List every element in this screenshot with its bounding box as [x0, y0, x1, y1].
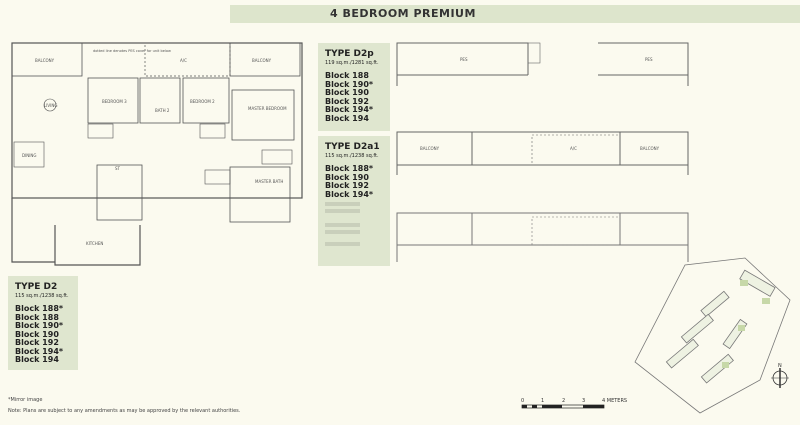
- block-item: Block 190: [325, 88, 369, 97]
- dotted-line-note: dotted line denotes PES cover for unit b…: [93, 49, 171, 53]
- compass: N: [771, 363, 789, 388]
- blurred-text: [325, 230, 360, 234]
- blurred-text: [325, 242, 360, 246]
- room-store: ST: [115, 166, 121, 171]
- room-bath-2: BATH 2: [155, 108, 170, 113]
- block-item: Block 192: [325, 181, 369, 190]
- room-ac-ledge: A/C: [180, 58, 187, 63]
- main-plan-room-labels: BALCONY A/C BALCONY LIVING BEDROOM 3 BAT…: [22, 49, 287, 246]
- block-item: Block 188: [325, 71, 369, 80]
- room-living: LIVING: [44, 103, 57, 108]
- type-name: TYPE D2: [15, 282, 58, 292]
- type-area: 115 sq.m./1238 sq.ft.: [15, 293, 69, 299]
- block-item: Block 190: [15, 329, 59, 339]
- partial-plan-d2a1: [396, 131, 689, 175]
- type-d2a1-panel: TYPE D2a1 115 sq.m./1238 sq.ft. Block 18…: [318, 136, 390, 266]
- partial-plan-third: [396, 212, 689, 262]
- block-item: Block 194*: [325, 189, 374, 199]
- site-plan: [634, 257, 791, 414]
- partial-plan-d2p: [396, 42, 689, 86]
- scale-label-4: 4 METERS: [602, 398, 627, 404]
- type-d2p-panel: TYPE D2p 119 sq.m./1281 sq.ft. Block 188…: [318, 43, 390, 131]
- type-area: 115 sq.m./1238 sq.ft.: [325, 153, 379, 159]
- d2a1-ac-ledge: A/C: [570, 146, 577, 151]
- scale-label-1: 1: [541, 398, 544, 404]
- block-item: Block 194: [15, 355, 59, 364]
- title-banner: [230, 5, 800, 23]
- scale-label-0: 0: [521, 398, 524, 404]
- d2p-pes-right: PES: [645, 57, 653, 62]
- block-item: Block 192: [325, 96, 369, 106]
- compass-north-label: N: [778, 363, 782, 369]
- room-balcony-right: BALCONY: [252, 58, 272, 63]
- room-master-bath: MASTER BATH: [255, 179, 283, 184]
- block-item: Block 194: [325, 113, 369, 123]
- block-item: Block 192: [15, 338, 59, 347]
- block-item: Block 190: [325, 172, 369, 182]
- room-dining: DINING: [22, 153, 37, 158]
- type-name: TYPE D2p: [325, 49, 374, 59]
- scale-bar: 0 1 2 3 4 METERS: [521, 398, 627, 409]
- room-bedroom-2: BEDROOM 2: [190, 99, 215, 104]
- room-master-bedroom: MASTER BEDROOM: [248, 106, 287, 111]
- scale-label-2: 2: [562, 398, 565, 404]
- blurred-text: [325, 202, 360, 206]
- block-item: Block 194*: [15, 346, 64, 356]
- d2a1-balcony-right: BALCONY: [640, 146, 660, 151]
- block-item: Block 188*: [15, 304, 64, 313]
- room-kitchen: KITCHEN: [86, 241, 103, 246]
- blurred-text: [325, 223, 360, 227]
- block-item: Block 188*: [325, 164, 374, 173]
- block-item: Block 190*: [15, 321, 64, 330]
- type-name: TYPE D2a1: [325, 142, 380, 152]
- d2p-pes-left: PES: [460, 57, 468, 62]
- d2a1-balcony-left: BALCONY: [420, 146, 440, 151]
- type-area: 119 sq.m./1281 sq.ft.: [325, 60, 379, 66]
- footnote-mirror: *Mirror image: [8, 397, 43, 403]
- block-item: Block 190*: [325, 79, 374, 89]
- scale-label-3: 3: [582, 398, 585, 404]
- block-item: Block 188: [15, 312, 59, 322]
- block-item: Block 194*: [325, 105, 374, 114]
- main-floor-plan: [11, 42, 303, 266]
- footnote-note: Note: Plans are subject to any amendment…: [8, 408, 241, 414]
- page-title: 4 BEDROOM PREMIUM: [330, 7, 476, 20]
- room-bedroom-3: BEDROOM 3: [102, 99, 127, 104]
- room-balcony-left: BALCONY: [35, 58, 55, 63]
- type-d2-panel: TYPE D2 115 sq.m./1238 sq.ft. Block 188*…: [8, 276, 78, 370]
- blurred-text: [325, 209, 360, 213]
